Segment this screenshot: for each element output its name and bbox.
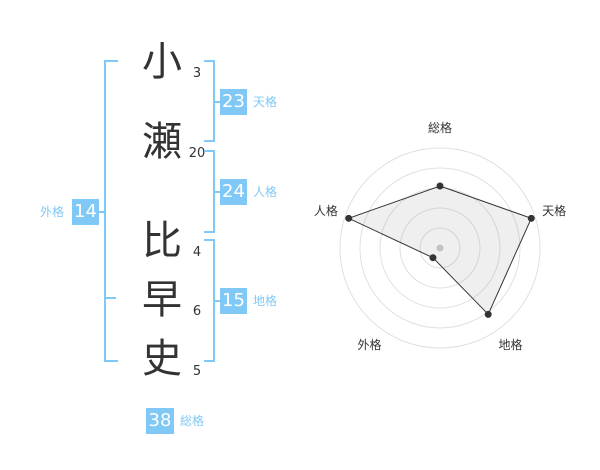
gaikaku-bracket [104,60,118,362]
stroke-count-1: 3 [192,66,202,81]
name-char-2: 瀬 [142,119,182,165]
radar-point-1 [436,182,444,190]
gaikaku-bracket-tick [104,297,116,299]
radar-point-3 [484,310,492,318]
radar-point-4 [429,254,437,262]
radar-series-area [347,185,532,316]
chikaku-value-badge: 15 [220,288,247,314]
name-char-4: 早 [142,277,182,323]
gaikaku-connector [98,211,104,213]
radar-center-dot [436,244,444,252]
jinkaku-connector [215,191,221,193]
soukaku-value-badge: 38 [146,408,174,434]
name-char-1: 小 [142,39,182,85]
radar-axis-label-3: 地格 [498,337,522,352]
tenkaku-value-badge: 23 [220,89,247,115]
radar-grid [339,147,541,349]
radar-axis-label-1: 総格 [428,120,452,135]
stroke-count-4: 6 [192,304,202,319]
radar-series [345,182,535,318]
tenkaku-connector [215,101,221,103]
radar-grid-ring [339,147,541,349]
chikaku-connector [215,300,221,302]
radar-axis-label-4: 外格 [357,337,381,352]
name-char-3: 比 [142,218,182,264]
gaikaku-label: 外格 [40,205,65,219]
name-char-5: 史 [142,336,182,382]
stroke-count-5: 5 [192,364,202,379]
chikaku-label: 地格 [253,294,278,308]
soukaku-label: 総格 [180,414,205,428]
radar-point-5 [345,214,353,222]
jinkaku-bracket [204,150,215,233]
radar-grid-ring [359,167,521,329]
tenkaku-bracket [204,60,215,142]
gaikaku-value-badge: 14 [72,199,99,225]
radar-point-2 [527,214,535,222]
chikaku-bracket [204,239,215,362]
radar-axis-label-5: 人格 [314,203,338,218]
radar-axis-label-2: 天格 [542,203,566,218]
tenkaku-label: 天格 [253,95,278,109]
radar-grid-ring [419,227,461,269]
radar-grid-ring [399,207,481,289]
stroke-count-3: 4 [192,245,202,260]
jinkaku-label: 人格 [253,185,278,199]
jinkaku-value-badge: 24 [220,179,247,205]
stroke-count-2: 20 [188,146,206,161]
